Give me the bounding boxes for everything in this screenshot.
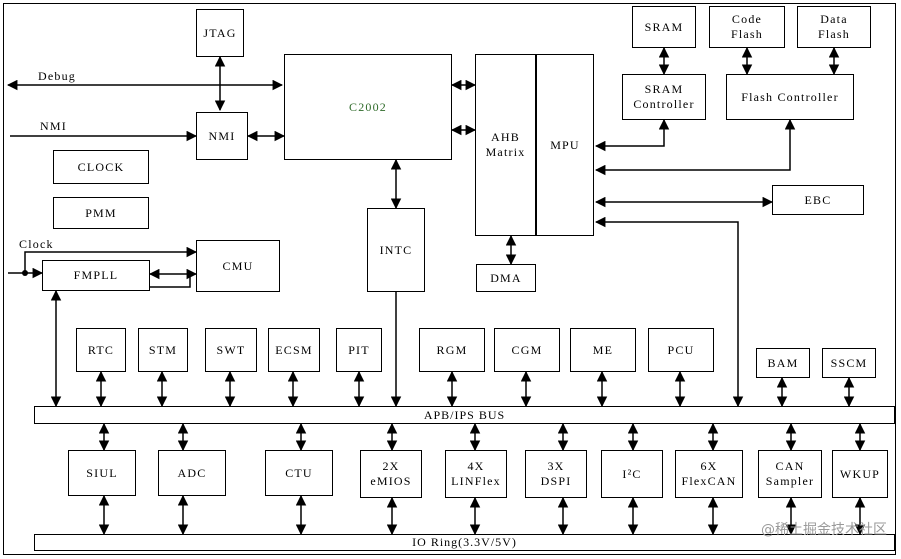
jtag-block: JTAG <box>196 9 244 57</box>
dma-block: DMA <box>476 264 536 292</box>
clock-to-cmu-wire <box>24 246 198 273</box>
adc-block: ADC <box>158 450 226 496</box>
sram-block: SRAM <box>632 6 696 48</box>
fmpll-cmu-wire-2 <box>150 274 191 288</box>
code-flash-block: Code Flash <box>709 6 785 48</box>
debug-label: Debug <box>38 69 76 83</box>
data-flash-block: Data Flash <box>797 6 871 48</box>
dspi-block: 3X DSPI <box>525 450 587 498</box>
wkup-block: WKUP <box>832 450 888 498</box>
clock-block: CLOCK <box>53 150 149 184</box>
sscm-block: SSCM <box>822 348 876 378</box>
nmi-input-label: NMI <box>40 119 67 133</box>
mpu-flashctrl-wire <box>594 118 796 176</box>
siul-block: SIUL <box>68 450 136 496</box>
cgm-block: CGM <box>494 328 560 372</box>
i2c-block: I²C <box>601 450 663 498</box>
sram-controller-block: SRAM Controller <box>622 74 706 120</box>
ctu-block: CTU <box>265 450 333 496</box>
pcu-block: PCU <box>648 328 714 372</box>
intc-block: INTC <box>367 208 425 292</box>
watermark: @稀土掘金技术社区 <box>761 522 887 538</box>
linflex-block: 4X LINFlex <box>445 450 507 498</box>
swt-block: SWT <box>205 328 257 372</box>
fmpll-block: FMPLL <box>42 260 150 291</box>
apb-ips-bus: APB/IPS BUS <box>34 406 895 424</box>
pit-block: PIT <box>336 328 382 372</box>
ebc-block: EBC <box>772 185 864 215</box>
me-block: ME <box>570 328 636 372</box>
nmi-block: NMI <box>196 112 248 160</box>
clock-input-label: Clock <box>19 237 54 251</box>
mpu-apb-wire <box>594 216 744 408</box>
io-ring: IO Ring(3.3V/5V) <box>34 534 895 551</box>
flash-controller-block: Flash Controller <box>726 74 854 120</box>
bam-block: BAM <box>756 348 810 378</box>
ahb-matrix-block: AHB Matrix <box>475 54 536 236</box>
can-sampler-block: CAN Sampler <box>758 450 822 498</box>
mpu-block: MPU <box>536 54 594 236</box>
mpu-sramctrl-wire <box>594 118 670 152</box>
stm-block: STM <box>138 328 188 372</box>
clock-junction-dot <box>22 270 28 276</box>
emios-block: 2X eMIOS <box>360 450 422 498</box>
rgm-block: RGM <box>419 328 485 372</box>
cpu-core-block: C2002 <box>284 54 452 160</box>
rtc-block: RTC <box>76 328 126 372</box>
ecsm-block: ECSM <box>268 328 320 372</box>
pmm-block: PMM <box>53 197 149 229</box>
flexcan-block: 6X FlexCAN <box>675 450 743 498</box>
cmu-block: CMU <box>196 240 280 292</box>
diagram-frame <box>3 3 896 555</box>
